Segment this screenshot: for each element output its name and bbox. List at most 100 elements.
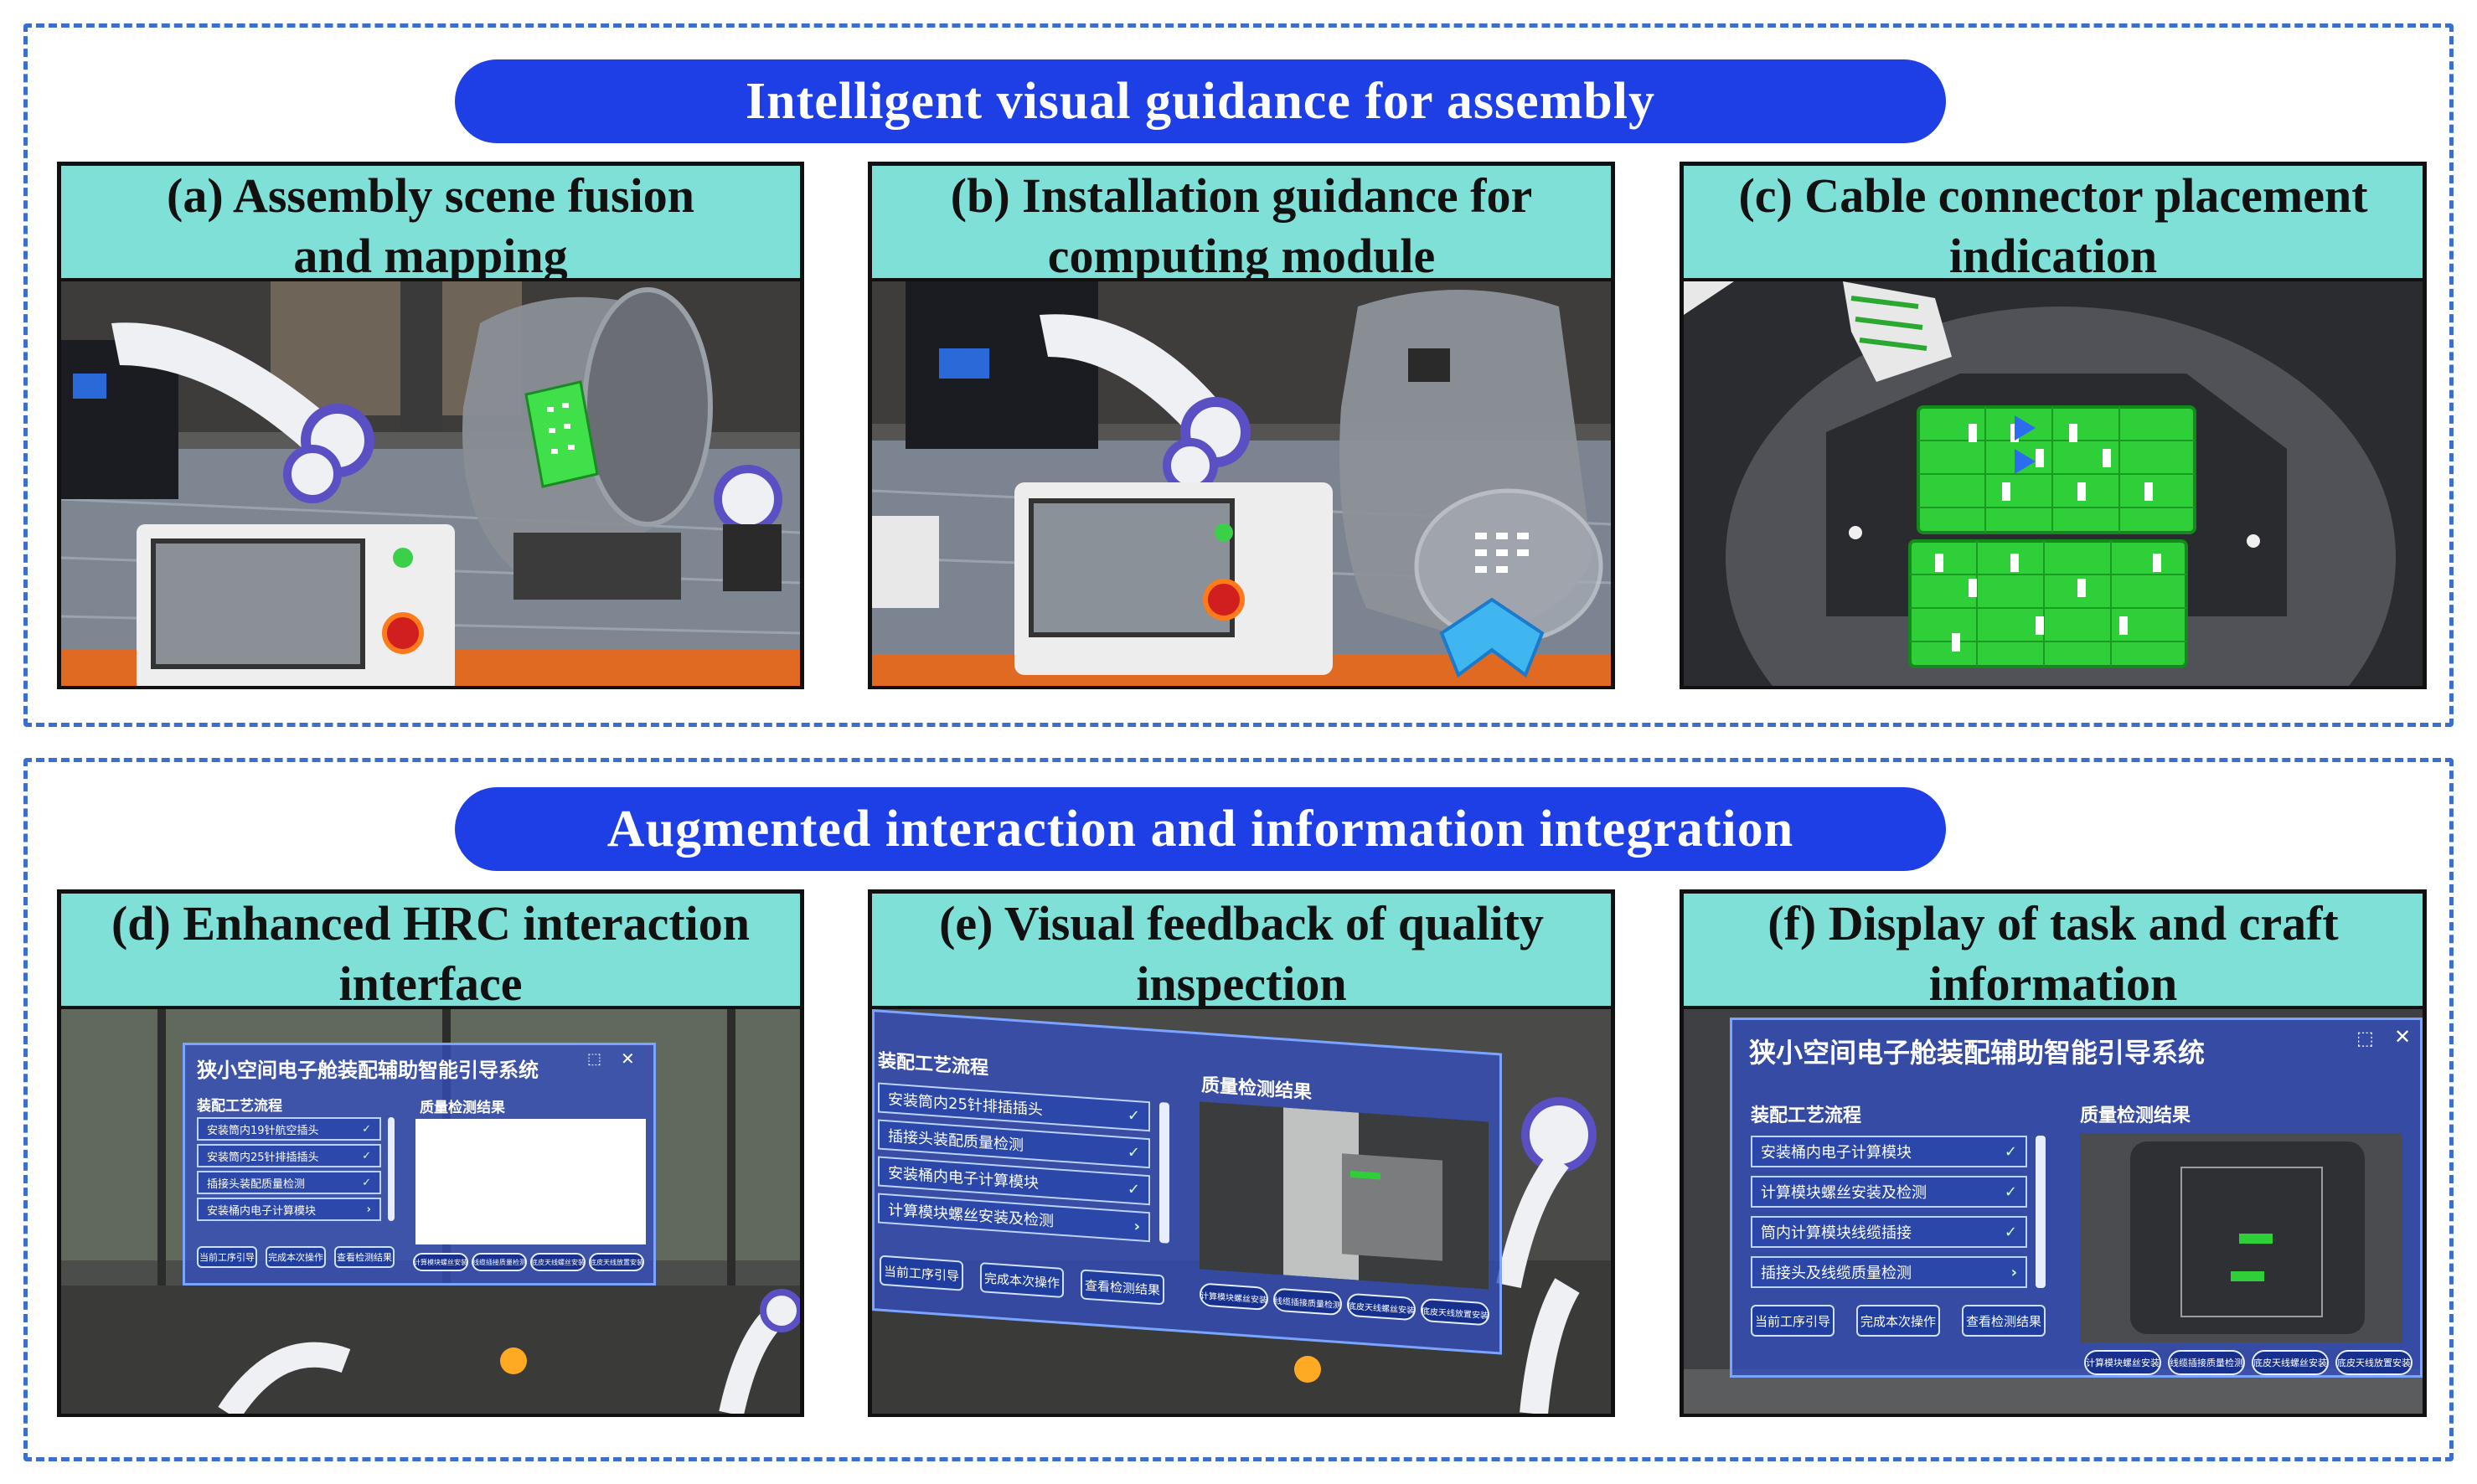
detection-box-1: [2239, 1234, 2273, 1244]
panel-b-image: [872, 281, 1611, 686]
panel-b-label-line2: computing module: [1047, 229, 1436, 281]
next-arrow-icon: ›: [1133, 1217, 1140, 1235]
panel-c-label-line2: indication: [1948, 229, 2158, 281]
process-step-label: 安装筒内25针排插插头: [888, 1090, 1043, 1120]
complete-operation-button[interactable]: 完成本次操作: [1856, 1305, 1940, 1337]
inspection-result-view: [1200, 1101, 1489, 1290]
process-step-label: 安装筒内19针航空插头: [207, 1124, 319, 1137]
quality-interface-window: 装配工艺流程 质量检测结果 安装筒内25针排插插头✓ 插接头装配质量检测✓ 安装…: [872, 1009, 1502, 1355]
current-step-guide-button[interactable]: 当前工序引导: [880, 1255, 963, 1291]
pill-cable-inspection[interactable]: 线缆插接质量检测: [2168, 1350, 2245, 1375]
complete-operation-button[interactable]: 完成本次操作: [980, 1262, 1064, 1299]
pill-antenna-screw[interactable]: 底皮天线螺丝安装: [1347, 1292, 1416, 1322]
panel-f-label-line2: information: [1928, 956, 2178, 1009]
panel-b-installation-guidance: (b) Installation guidance for computing …: [868, 162, 1615, 689]
panel-e-label-line1: (e) Visual feedback of quality: [939, 896, 1544, 951]
panel-hide-icon[interactable]: ⬚: [587, 1050, 602, 1068]
process-step-1[interactable]: 安装筒内19针航空插头 ✓: [197, 1117, 381, 1141]
panel-a-label-line1: (a) Assembly scene fusion: [167, 168, 694, 223]
view-result-button[interactable]: 查看检测结果: [334, 1246, 395, 1268]
panel-e-quality-feedback: (e) Visual feedback of quality inspectio…: [868, 889, 1615, 1417]
process-title: 装配工艺流程: [878, 1050, 989, 1080]
process-step-1[interactable]: 安装桶内电子计算模块 ✓: [1751, 1136, 2027, 1167]
panel-hide-icon[interactable]: ⬚: [2356, 1028, 2374, 1049]
check-icon: ✓: [362, 1176, 371, 1189]
inspection-part: [1342, 1153, 1442, 1261]
panel-close-icon[interactable]: ✕: [621, 1049, 635, 1069]
panel-c-image: [1684, 281, 2423, 686]
panel-d-image: 狭小空间电子舱装配辅助智能引导系统 ⬚ ✕ 装配工艺流程 质量检测结果 安装筒内…: [61, 1009, 800, 1414]
panel-d-label-line2: interface: [338, 956, 523, 1009]
pill-module-screw[interactable]: 计算模块螺丝安装: [2084, 1350, 2161, 1375]
section-visual-guidance: Intelligent visual guidance for assembly…: [23, 23, 2454, 727]
process-scrollbar[interactable]: [388, 1117, 395, 1221]
panel-b-header: (b) Installation guidance for computing …: [872, 166, 1611, 281]
panel-f-image: 狭小空间电子舱装配辅助智能引导系统 ⬚ ✕ 装配工艺流程 质量检测结果 安装桶内…: [1684, 1009, 2423, 1414]
process-step-label: 安装桶内电子计算模块: [888, 1164, 1039, 1193]
panel-d-label-line1: (d) Enhanced HRC interaction: [111, 896, 751, 951]
pill-module-screw[interactable]: 计算模块螺丝安装: [413, 1253, 468, 1271]
current-step-guide-button[interactable]: 当前工序引导: [197, 1246, 257, 1268]
pill-antenna-place[interactable]: 底皮天线放置安装: [589, 1253, 644, 1271]
process-step-2[interactable]: 安装筒内25针排插插头 ✓: [197, 1144, 381, 1167]
view-result-button[interactable]: 查看检测结果: [1081, 1269, 1164, 1306]
next-arrow-icon: ›: [2010, 1263, 2017, 1281]
pill-module-screw[interactable]: 计算模块螺丝安装: [1200, 1282, 1268, 1311]
panel-a-header: (a) Assembly scene fusion and mapping: [61, 166, 800, 281]
panel-b-label-line1: (b) Installation guidance for: [950, 168, 1533, 223]
panel-c-label-line1: (c) Cable connector placement: [1738, 168, 2368, 223]
panel-close-icon[interactable]: ✕: [2394, 1025, 2412, 1049]
process-step-label: 插接头及线缆质量检测: [1761, 1265, 1912, 1282]
check-icon: ✓: [2004, 1223, 2017, 1241]
check-icon: ✓: [1127, 1142, 1140, 1162]
view-result-button[interactable]: 查看检测结果: [1962, 1305, 2046, 1337]
complete-operation-button[interactable]: 完成本次操作: [266, 1246, 326, 1268]
panel-d-hrc-interface: (d) Enhanced HRC interaction interface 狭…: [57, 889, 804, 1417]
current-step-guide-button[interactable]: 当前工序引导: [1751, 1305, 1835, 1337]
panel-f-task-information: (f) Display of task and craft informatio…: [1680, 889, 2427, 1417]
process-step-3[interactable]: 筒内计算模块线缆插接✓: [1751, 1216, 2027, 1248]
inspection-grid: [2180, 1167, 2323, 1317]
process-step-4[interactable]: 插接头及线缆质量检测 ›: [1751, 1256, 2027, 1288]
pill-antenna-place[interactable]: 底皮天线放置安装: [1421, 1297, 1489, 1327]
panel-a-label-line2: and mapping: [293, 229, 568, 281]
result-title: 质量检测结果: [2080, 1105, 2191, 1126]
result-title: 质量检测结果: [420, 1100, 505, 1116]
connector-placement-illustration: [1684, 281, 2423, 686]
panel-c-header: (c) Cable connector placement indication: [1684, 166, 2423, 281]
process-scrollbar[interactable]: [1159, 1101, 1169, 1244]
hrc-interface-window: 狭小空间电子舱装配辅助智能引导系统 ⬚ ✕ 装配工艺流程 质量检测结果 安装筒内…: [183, 1043, 656, 1286]
inspection-result-view: [415, 1119, 646, 1244]
check-icon: ✓: [2004, 1142, 2017, 1161]
process-step-3[interactable]: 插接头装配质量检测✓: [197, 1171, 381, 1194]
panel-e-header: (e) Visual feedback of quality inspectio…: [872, 894, 1611, 1009]
process-scrollbar[interactable]: [2036, 1136, 2046, 1288]
panel-c-connector-placement: (c) Cable connector placement indication: [1680, 162, 2427, 689]
process-step-label: 安装桶内电子计算模块: [1761, 1144, 1912, 1162]
pill-antenna-place[interactable]: 底皮天线放置安装: [2335, 1350, 2412, 1375]
next-arrow-icon: ›: [366, 1203, 371, 1216]
check-icon: ✓: [362, 1122, 371, 1136]
pill-antenna-screw[interactable]: 底皮天线螺丝安装: [530, 1253, 586, 1271]
installation-guidance-illustration: [872, 281, 1611, 686]
check-icon: ✓: [362, 1149, 371, 1162]
process-step-label: 计算模块螺丝安装及检测: [1761, 1184, 1927, 1202]
pill-antenna-screw[interactable]: 底皮天线螺丝安装: [2252, 1350, 2329, 1375]
section-banner-augmented-interaction: Augmented interaction and information in…: [455, 787, 1946, 871]
process-step-4[interactable]: 安装桶内电子计算模块›: [197, 1198, 381, 1221]
process-step-2[interactable]: 计算模块螺丝安装及检测 ✓: [1751, 1176, 2027, 1208]
system-title: 狭小空间电子舱装配辅助智能引导系统: [197, 1059, 539, 1082]
panel-a-scene-fusion: (a) Assembly scene fusion and mapping: [57, 162, 804, 689]
process-step-label: 计算模块螺丝安装及检测: [888, 1201, 1054, 1231]
pill-cable-inspection[interactable]: 线缆插接质量检测: [1273, 1287, 1342, 1317]
panel-a-image: [61, 281, 800, 686]
panel-e-label-line2: inspection: [1136, 956, 1347, 1009]
check-icon: ✓: [2004, 1183, 2017, 1201]
process-title: 装配工艺流程: [1751, 1105, 1862, 1126]
assembly-scene-illustration: [61, 281, 800, 686]
pill-cable-inspection[interactable]: 线缆插接质量检测: [472, 1253, 527, 1271]
panel-f-label-line1: (f) Display of task and craft: [1767, 896, 2339, 951]
task-interface-window: 狭小空间电子舱装配辅助智能引导系统 ⬚ ✕ 装配工艺流程 质量检测结果 安装桶内…: [1730, 1018, 2423, 1378]
process-step-label: 安装筒内25针排插插头: [207, 1151, 319, 1164]
panel-d-header: (d) Enhanced HRC interaction interface: [61, 894, 800, 1009]
